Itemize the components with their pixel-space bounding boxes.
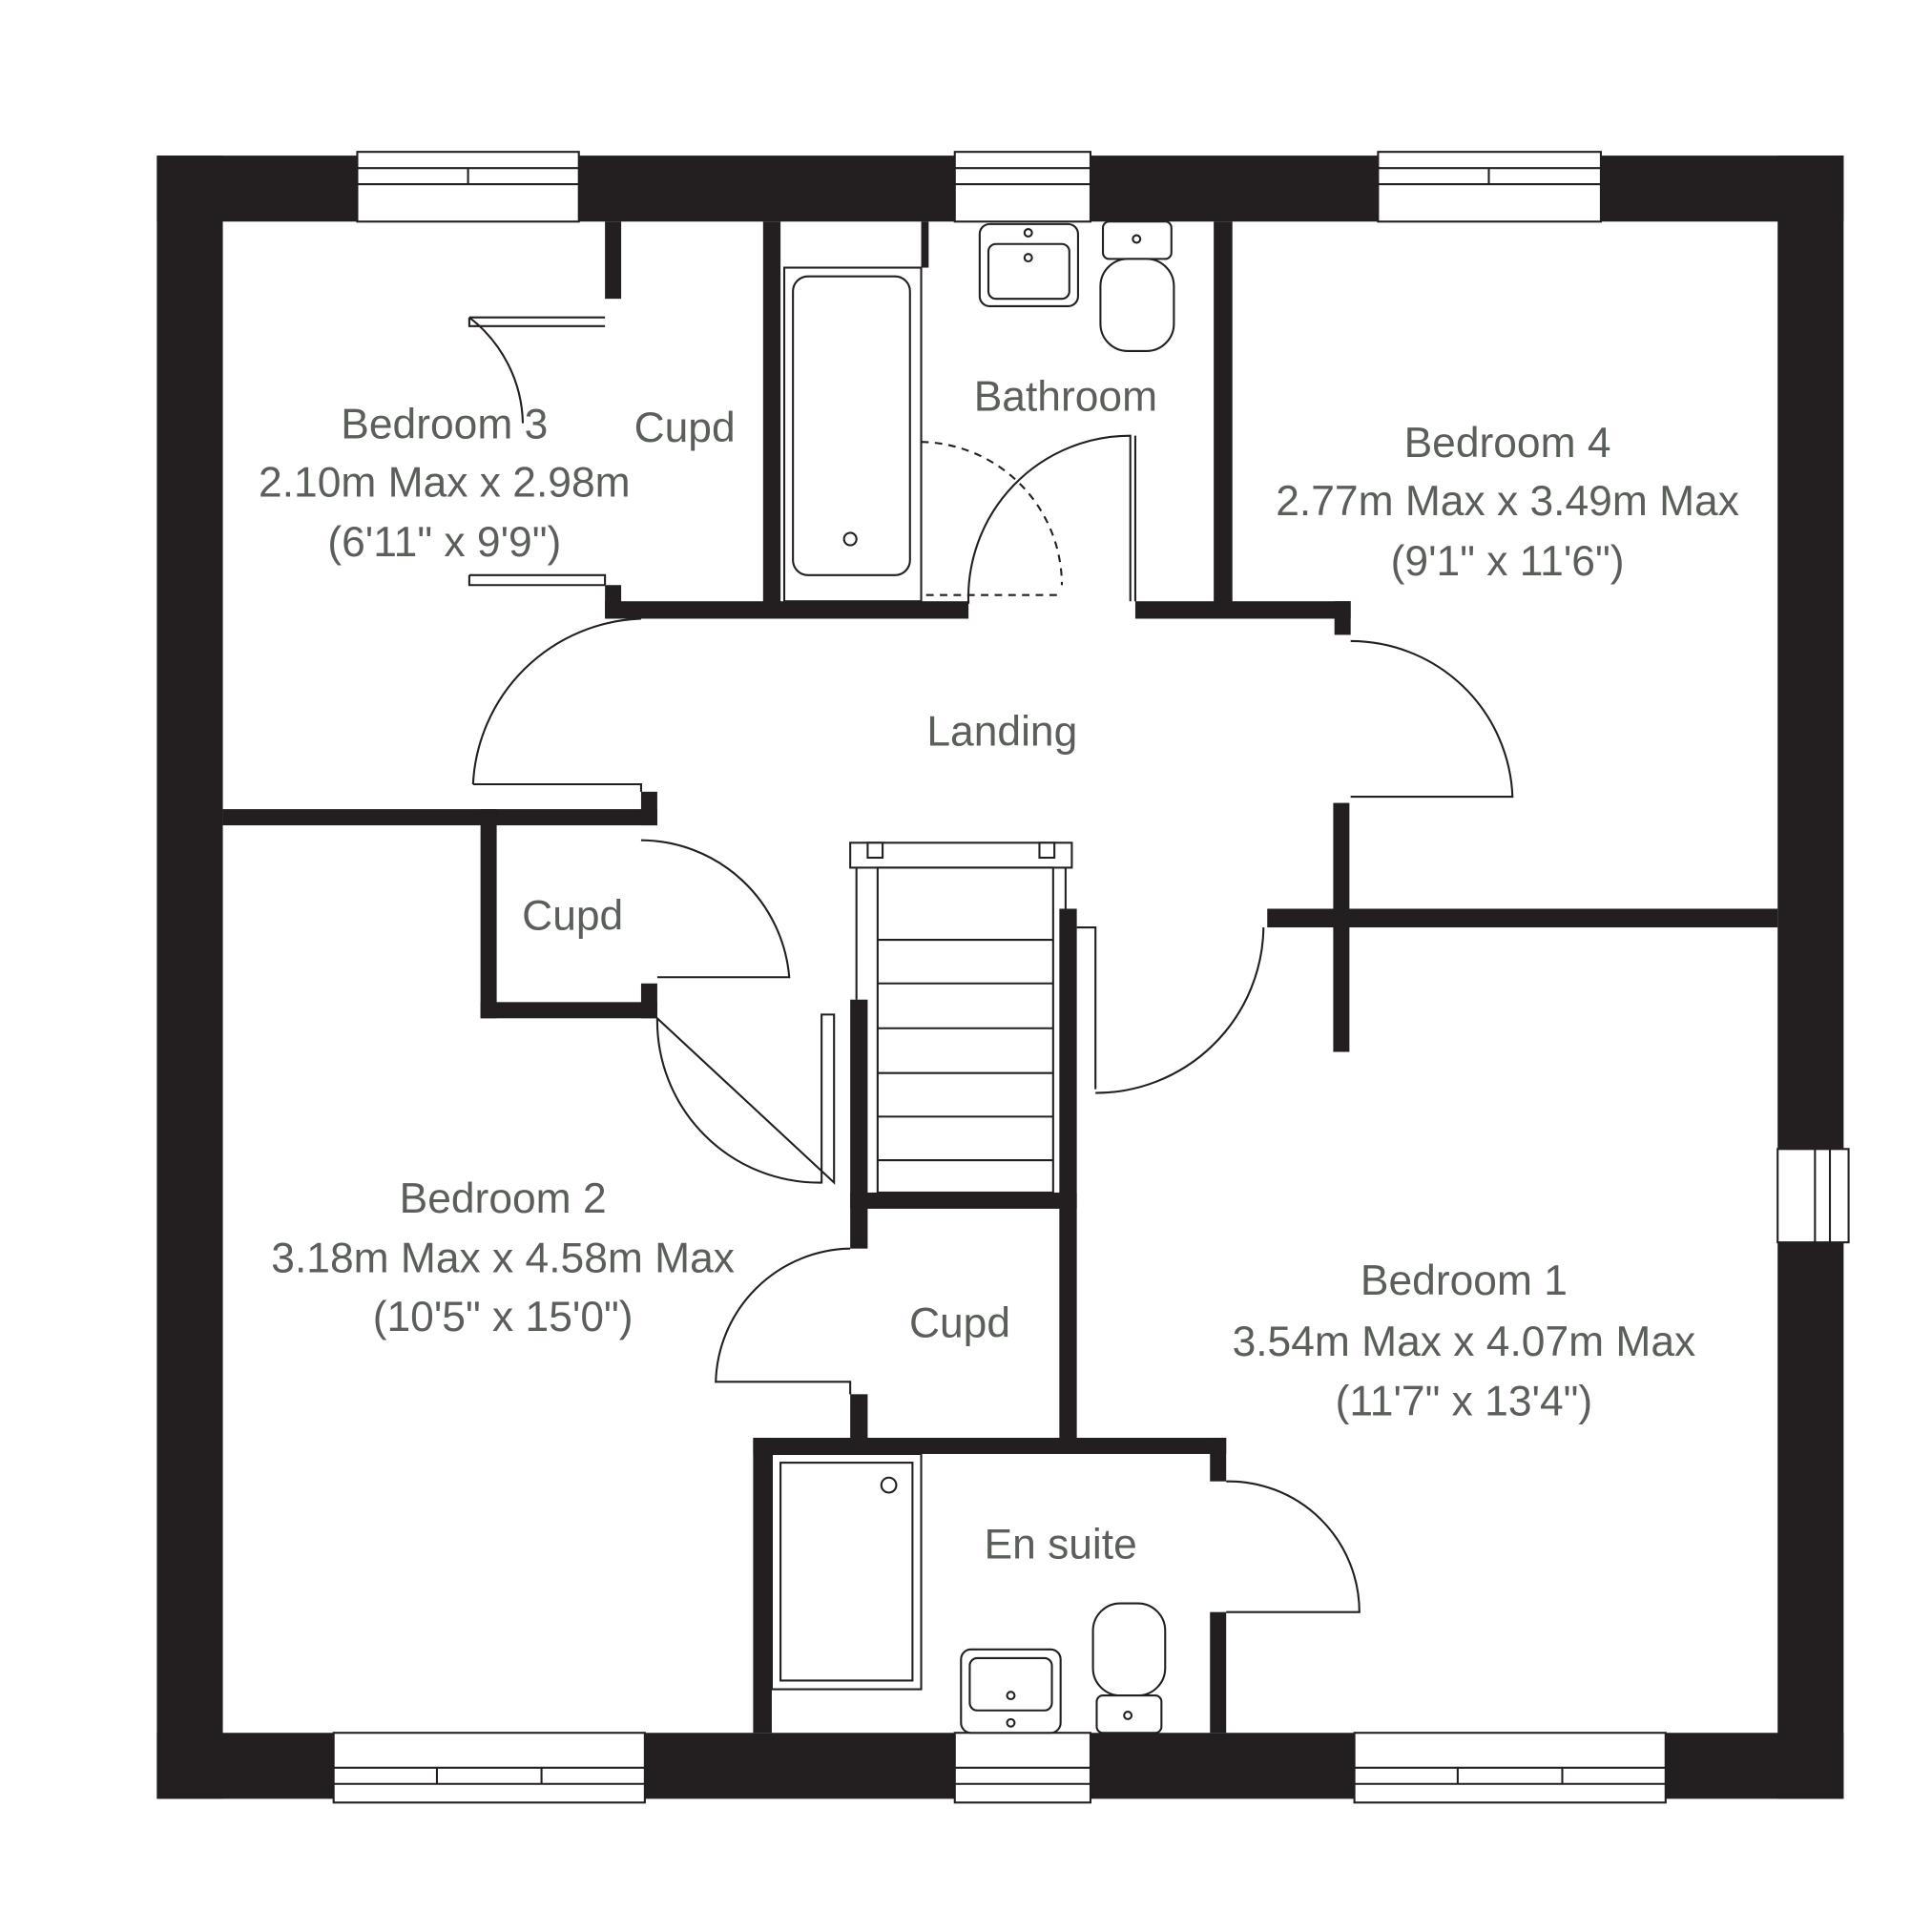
room-cupboard: Cupd <box>522 893 623 940</box>
room-name: Bedroom 1 <box>1361 1257 1568 1304</box>
bathroom-toilet <box>1099 220 1175 352</box>
staircase <box>849 841 1073 1195</box>
room-dimensions-metric: 2.77m Max x 3.49m Max <box>1276 478 1739 525</box>
room-dimensions-metric: 3.54m Max x 4.07m Max <box>1233 1319 1696 1365</box>
room-dimensions-imperial: (9'1" x 11'6") <box>1391 538 1625 585</box>
room-name: Bedroom 3 <box>341 401 548 447</box>
room-dimensions-metric: 2.10m Max x 2.98m <box>259 460 631 507</box>
room-dimensions-imperial: (6'11" x 9'9") <box>327 519 561 566</box>
window <box>356 151 580 223</box>
room-bedroom-1: Bedroom 1 3.54m Max x 4.07m Max (11'7" x… <box>1233 1257 1696 1425</box>
room-bedroom-3: Bedroom 3 2.10m Max x 2.98m (6'11" x 9'9… <box>259 401 631 566</box>
windows <box>332 151 1850 1804</box>
doors <box>467 316 1514 1613</box>
window <box>1377 151 1602 223</box>
room-bedroom-2: Bedroom 2 3.18m Max x 4.58m Max (10'5" x… <box>271 1175 735 1340</box>
room-bedroom-4: Bedroom 4 2.77m Max x 3.49m Max (9'1" x … <box>1276 420 1739 585</box>
window <box>953 1732 1092 1804</box>
window <box>332 1732 646 1804</box>
room-landing: Landing <box>926 709 1077 756</box>
bathroom-basin <box>978 222 1079 308</box>
room-dimensions-imperial: (10'5" x 15'0") <box>373 1294 634 1340</box>
room-name: Bedroom 2 <box>400 1175 607 1222</box>
en-suite-basin <box>960 1648 1062 1735</box>
bath <box>782 266 923 603</box>
room-dimensions-metric: 3.18m Max x 4.58m Max <box>271 1235 735 1281</box>
window <box>1353 1732 1667 1804</box>
room-cupboard: Cupd <box>909 1299 1010 1346</box>
shower <box>770 1452 923 1691</box>
room-cupboard: Cupd <box>634 405 736 451</box>
interior-walls <box>222 221 1778 1734</box>
window <box>1776 1148 1850 1244</box>
room-bathroom: Bathroom <box>974 374 1157 421</box>
room-name: Bedroom 4 <box>1404 420 1611 467</box>
window <box>953 151 1092 223</box>
en-suite-toilet <box>1091 1602 1167 1735</box>
room-dimensions-imperial: (11'7" x 13'4") <box>1336 1379 1593 1425</box>
room-en-suite: En suite <box>985 1522 1137 1568</box>
